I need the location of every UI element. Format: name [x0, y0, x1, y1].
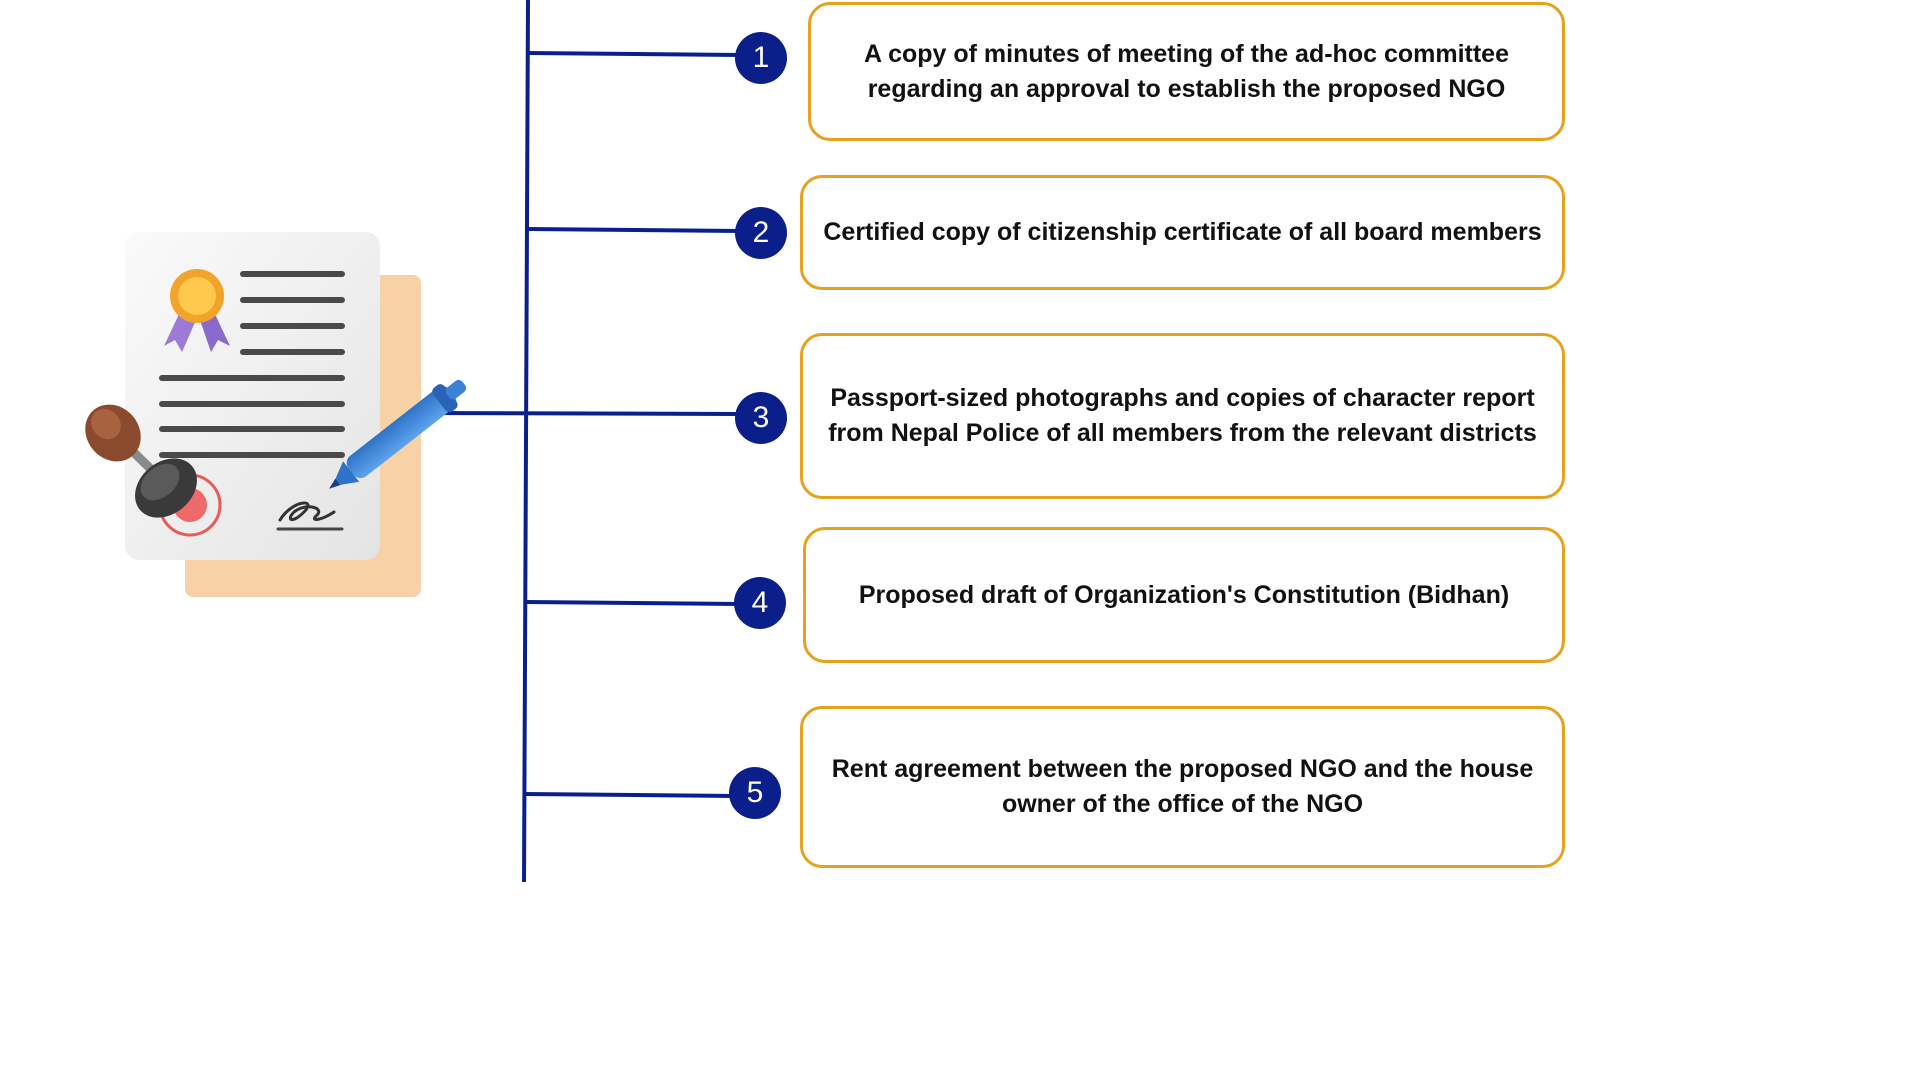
step-number-badge-4: 4: [734, 577, 786, 629]
pen: [329, 379, 467, 489]
branch-line-5: [524, 792, 736, 798]
signature-scribble: [278, 501, 336, 522]
ribbon-tail-right: [200, 312, 230, 352]
branch-line-4: [525, 600, 741, 606]
certificate-document-with-stamp-and-pen-icon: [85, 232, 467, 597]
step-number-badge-2: 2: [735, 207, 787, 259]
branch-line-3: [419, 411, 741, 416]
rubber-stamp: [85, 404, 197, 518]
ribbon-tail-left: [164, 312, 196, 352]
step-box-1: A copy of minutes of meeting of the ad-h…: [808, 2, 1565, 141]
step-text-1: A copy of minutes of meeting of the ad-h…: [864, 39, 1509, 103]
branch-line-2: [526, 227, 741, 233]
step-number-badge-1: 1: [735, 32, 787, 84]
step-number-badge-5: 5: [729, 767, 781, 819]
step-text-4: Proposed draft of Organization's Constit…: [858, 580, 1510, 609]
step-number-badge-3: 3: [735, 392, 787, 444]
step-box-3: Passport-sized photographs and copies of…: [800, 333, 1565, 499]
step-box-5: Rent agreement between the proposed NGO …: [800, 706, 1565, 868]
step-box-4: Proposed draft of Organization's Constit…: [803, 527, 1565, 663]
seal-badge-inner: [178, 277, 216, 315]
step-box-2: Certified copy of citizenship certificat…: [800, 175, 1565, 290]
step-text-2: Certified copy of citizenship certificat…: [823, 218, 1542, 246]
connector-lines: [419, 0, 741, 882]
step-text-3: Passport-sized photographs and copies of…: [828, 384, 1537, 447]
branch-line-1: [527, 51, 741, 57]
vertical-spine: [522, 0, 530, 882]
step-text-5: Rent agreement between the proposed NGO …: [831, 755, 1534, 818]
